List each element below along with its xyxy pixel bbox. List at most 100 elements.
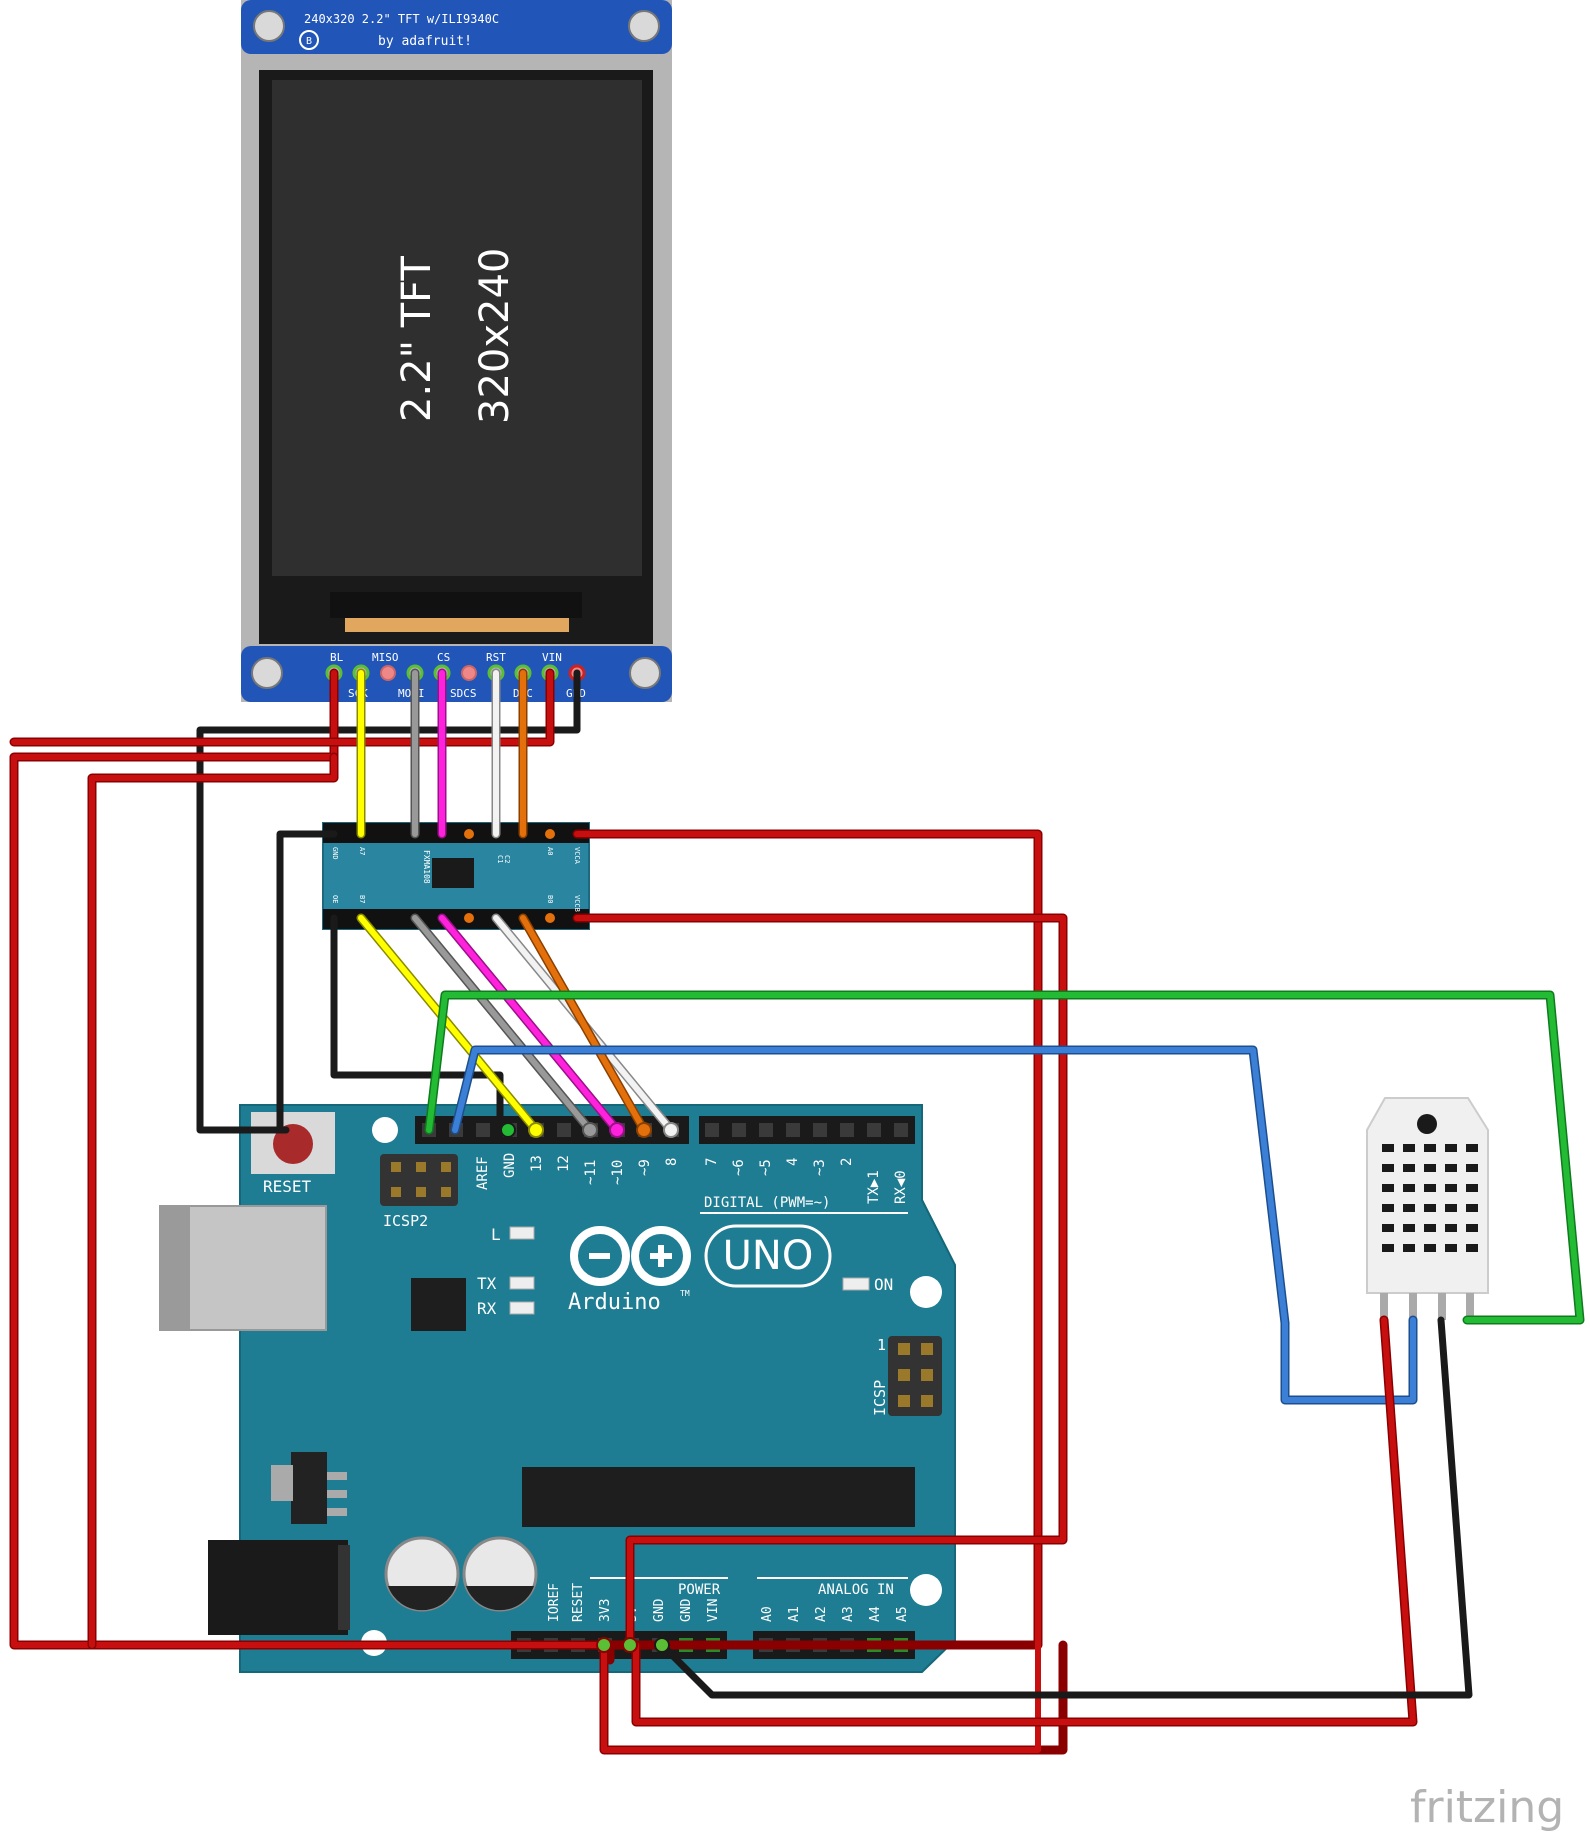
pin-label-7: 7 <box>704 1158 720 1166</box>
digital-header-right <box>699 1116 915 1144</box>
wire-5v-red[interactable] <box>89 754 337 1648</box>
wire-bl-red[interactable] <box>11 670 613 1648</box>
pin-label-rx0: RX◀0 <box>893 1170 909 1204</box>
dht22-sensor <box>1366 1097 1489 1320</box>
pin-label-vin-bottom: VIN <box>706 1599 721 1622</box>
ls-pin-oe: OE <box>331 895 339 903</box>
atmega-chip <box>522 1467 915 1527</box>
fritzing-watermark: fritzing <box>1410 1782 1564 1833</box>
tft-header-line1: 240x320 2.2" TFT w/ILI9340C <box>304 12 499 26</box>
reset-label: RESET <box>263 1177 312 1196</box>
tft-screen-line2: 320x240 <box>472 248 518 424</box>
wire-vccb-red[interactable] <box>574 915 1066 1648</box>
arduino-tm: TM <box>680 1289 690 1298</box>
digital-label: DIGITAL (PWM=~) <box>704 1195 830 1211</box>
led-on-icon <box>842 1277 870 1291</box>
pin-label-a2: A2 <box>814 1606 829 1622</box>
header-connections <box>500 1122 679 1653</box>
pin-label-a0: A0 <box>760 1606 775 1622</box>
mount-hole-icon <box>253 10 285 42</box>
arduino-uno-board: RESET ICSP 2 AREF <box>159 1104 956 1673</box>
tft-flex-slot <box>330 592 582 618</box>
icsp-label: ICSP <box>871 1380 889 1416</box>
pin-label-vin: VIN <box>542 651 562 664</box>
chip-label: FXMA108 <box>422 850 431 884</box>
cap-c2-label: C2 <box>503 855 511 863</box>
pin-label-10: ~10 <box>610 1160 626 1185</box>
tft-header-line2: by adafruit! <box>378 34 472 49</box>
led-tx-label: TX <box>477 1274 497 1293</box>
wire-vcca-red[interactable] <box>574 831 1041 1753</box>
led-l-icon <box>509 1226 535 1240</box>
icsp-header <box>888 1336 942 1416</box>
pin-label-11: ~11 <box>583 1160 599 1185</box>
fxma108-chip <box>432 858 474 888</box>
ls-pin-a7: A7 <box>358 847 366 855</box>
mount-hole-icon <box>628 10 660 42</box>
wire-ls-oe-black[interactable] <box>330 914 504 1134</box>
pin-label-a4: A4 <box>868 1606 883 1622</box>
pin-label-cs: CS <box>437 651 450 664</box>
badge-icon <box>299 30 319 50</box>
pin-label-bl: BL <box>330 651 344 664</box>
pin-label-miso: MISO <box>372 651 399 664</box>
mount-hole-icon <box>910 1276 942 1308</box>
mount-hole-icon <box>910 1574 942 1606</box>
pin-label-12: 12 <box>556 1155 572 1172</box>
mount-hole-icon <box>629 657 661 689</box>
arduino-logo-text: Arduino <box>568 1290 661 1315</box>
pin-label-a1: A1 <box>787 1606 802 1622</box>
wire-b5-gray[interactable] <box>412 915 593 1133</box>
pin-label-gnd1: GND <box>652 1598 667 1622</box>
wire-b7-yellow[interactable] <box>358 915 539 1133</box>
wire-ls-gnd-black[interactable] <box>276 830 338 1134</box>
wire-b4-magenta[interactable] <box>439 915 620 1133</box>
wire-data-green[interactable] <box>426 992 1583 1323</box>
ls-pin-vcca: VCCA <box>573 847 581 865</box>
tft-screen <box>272 80 642 576</box>
usb-connector-shade <box>160 1206 190 1330</box>
power-jack <box>208 1540 348 1635</box>
pin-label-aref: AREF <box>475 1156 491 1190</box>
pin-label-5: ~5 <box>758 1159 774 1176</box>
wire-vin-red[interactable] <box>11 670 553 745</box>
dht22-grille-icon <box>1382 1144 1478 1252</box>
level-shifter-module: FXMA108 C1 C2 GND A7 A0 VCCA OE B7 B0 VC… <box>322 822 590 930</box>
regulator-tab <box>271 1465 293 1501</box>
led-on-label: ON <box>874 1275 893 1294</box>
led-l-label: L <box>491 1225 501 1244</box>
arduino-pcb <box>239 1104 956 1673</box>
ls-pin-b7: B7 <box>358 895 366 903</box>
wire-gnd-black[interactable] <box>196 669 581 1134</box>
tft-pin-miso[interactable] <box>380 665 396 681</box>
pin-label-a5: A5 <box>895 1606 910 1622</box>
wire-dht-gnd-black[interactable] <box>658 1316 1473 1699</box>
tft-screen-line1: 2.2" TFT <box>394 256 440 422</box>
led-rx-label: RX <box>477 1299 497 1318</box>
mount-hole-icon <box>372 1117 398 1143</box>
reset-button[interactable] <box>273 1124 313 1164</box>
icsp-pin1-label: 1 <box>877 1336 886 1354</box>
power-label: POWER <box>678 1582 721 1598</box>
uno-text: UNO <box>723 1233 814 1279</box>
pin-label-reset: RESET <box>571 1583 586 1622</box>
pin-label-3v3: 3V3 <box>598 1599 613 1622</box>
pin-label-2: 2 <box>839 1158 855 1166</box>
wire-b1-orange[interactable] <box>520 915 647 1133</box>
ls-pin-a0: A0 <box>546 847 554 855</box>
pin-label-13: 13 <box>529 1155 545 1172</box>
pin-label-4: 4 <box>785 1158 801 1166</box>
icsp2-header <box>380 1154 458 1206</box>
pin-label-6: ~6 <box>731 1159 747 1176</box>
pin-label-3: ~3 <box>812 1159 828 1176</box>
pin-label-8: 8 <box>664 1158 680 1166</box>
wire-signal-blue[interactable] <box>452 1047 1416 1403</box>
led-tx-icon <box>509 1276 535 1290</box>
usb-chip <box>411 1278 466 1331</box>
wire-dht-vcc-red[interactable] <box>633 1317 1416 1725</box>
arduino-logo-icon <box>570 1226 691 1286</box>
tft-pin-sdcs[interactable] <box>461 665 477 681</box>
pin-label-sdcs: SDCS <box>450 687 477 700</box>
